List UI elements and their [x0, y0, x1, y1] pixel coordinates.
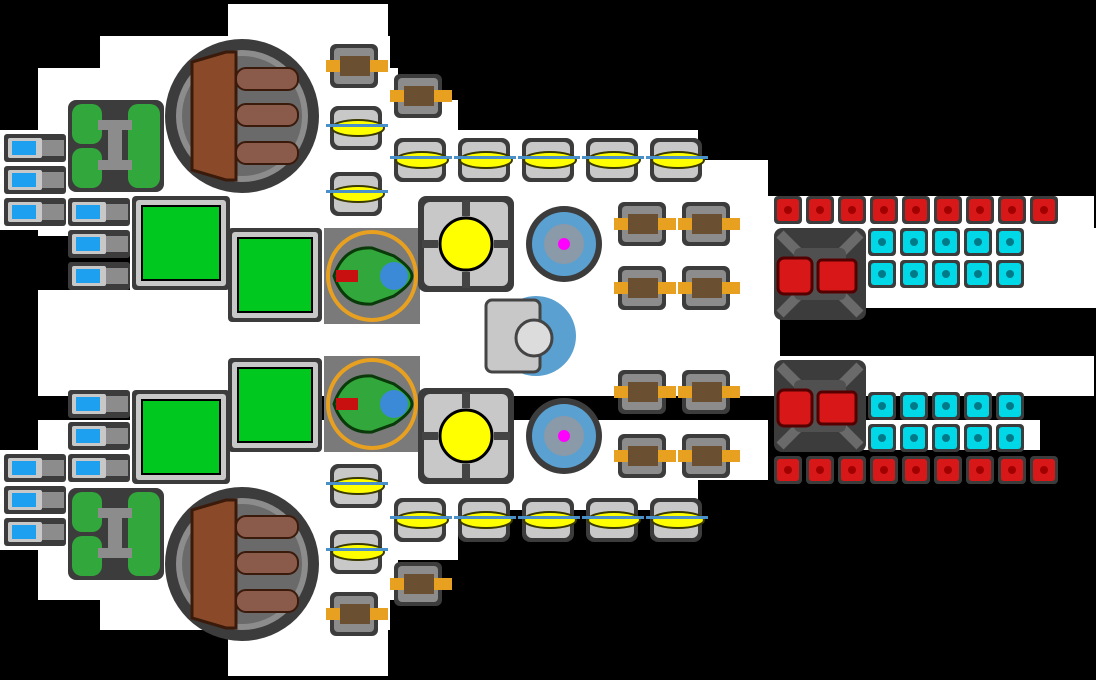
- small-thruster-icon[interactable]: [4, 134, 66, 162]
- small-thruster-icon[interactable]: [68, 198, 130, 226]
- cyan-crystal-cell-icon[interactable]: [964, 392, 992, 420]
- cyan-crystal-cell-icon[interactable]: [932, 424, 960, 452]
- yellow-reactor-core-icon[interactable]: [418, 388, 514, 484]
- small-thruster-icon[interactable]: [4, 198, 66, 226]
- ship-modules: [4, 39, 1058, 641]
- red-battery-cell-icon[interactable]: [774, 196, 802, 224]
- yellow-missile-pod-icon[interactable]: [390, 138, 452, 182]
- red-turret-icon[interactable]: [774, 228, 866, 320]
- bronze-cannon-icon[interactable]: [326, 592, 388, 636]
- small-thruster-icon[interactable]: [68, 262, 130, 290]
- small-thruster-icon[interactable]: [68, 422, 130, 450]
- red-battery-cell-icon[interactable]: [966, 456, 994, 484]
- green-cockpit-icon[interactable]: [324, 356, 420, 452]
- small-thruster-icon[interactable]: [4, 486, 66, 514]
- red-battery-cell-icon[interactable]: [870, 456, 898, 484]
- yellow-missile-pod-icon[interactable]: [326, 530, 388, 574]
- cyan-crystal-cell-icon[interactable]: [900, 260, 928, 288]
- red-battery-cell-icon[interactable]: [806, 456, 834, 484]
- cyan-crystal-cell-icon[interactable]: [900, 392, 928, 420]
- small-thruster-icon[interactable]: [68, 230, 130, 258]
- yellow-missile-pod-icon[interactable]: [326, 464, 388, 508]
- yellow-missile-pod-icon[interactable]: [454, 138, 516, 182]
- cyan-crystal-cell-icon[interactable]: [868, 260, 896, 288]
- cyan-crystal-cell-icon[interactable]: [900, 424, 928, 452]
- red-battery-cell-icon[interactable]: [838, 456, 866, 484]
- cyan-crystal-cell-icon[interactable]: [868, 228, 896, 256]
- brown-fuel-tank-icon[interactable]: [165, 487, 319, 641]
- red-battery-cell-icon[interactable]: [998, 456, 1026, 484]
- red-battery-cell-icon[interactable]: [870, 196, 898, 224]
- cyan-crystal-cell-icon[interactable]: [996, 228, 1024, 256]
- ion-engine-icon[interactable]: [526, 398, 602, 474]
- small-thruster-icon[interactable]: [4, 166, 66, 194]
- cyan-crystal-cell-icon[interactable]: [996, 424, 1024, 452]
- yellow-missile-pod-icon[interactable]: [518, 498, 580, 542]
- bronze-cannon-icon[interactable]: [678, 202, 740, 246]
- red-battery-cell-icon[interactable]: [934, 196, 962, 224]
- green-cargo-block-icon[interactable]: [228, 358, 322, 452]
- small-thruster-icon[interactable]: [68, 454, 130, 482]
- yellow-missile-pod-icon[interactable]: [326, 172, 388, 216]
- ion-engine-icon[interactable]: [526, 206, 602, 282]
- red-battery-cell-icon[interactable]: [998, 196, 1026, 224]
- small-thruster-icon[interactable]: [68, 390, 130, 418]
- small-thruster-icon[interactable]: [4, 518, 66, 546]
- bronze-cannon-icon[interactable]: [678, 434, 740, 478]
- cyan-crystal-cell-icon[interactable]: [932, 228, 960, 256]
- green-cargo-block-icon[interactable]: [132, 390, 230, 484]
- cyan-crystal-cell-icon[interactable]: [932, 260, 960, 288]
- cyan-crystal-cell-icon[interactable]: [932, 392, 960, 420]
- yellow-missile-pod-icon[interactable]: [390, 498, 452, 542]
- cyan-crystal-cell-icon[interactable]: [964, 424, 992, 452]
- red-turret-icon[interactable]: [774, 360, 866, 452]
- small-thruster-icon[interactable]: [4, 454, 66, 482]
- yellow-missile-pod-icon[interactable]: [518, 138, 580, 182]
- bronze-cannon-icon[interactable]: [614, 434, 676, 478]
- yellow-missile-pod-icon[interactable]: [582, 138, 644, 182]
- red-battery-cell-icon[interactable]: [966, 196, 994, 224]
- bronze-cannon-icon[interactable]: [390, 562, 452, 606]
- red-battery-cell-icon[interactable]: [934, 456, 962, 484]
- red-battery-cell-icon[interactable]: [902, 196, 930, 224]
- yellow-missile-pod-icon[interactable]: [646, 138, 708, 182]
- yellow-missile-pod-icon[interactable]: [454, 498, 516, 542]
- brown-fuel-tank-icon[interactable]: [165, 39, 319, 193]
- bronze-cannon-icon[interactable]: [614, 202, 676, 246]
- bronze-cannon-icon[interactable]: [614, 370, 676, 414]
- bronze-cannon-icon[interactable]: [390, 74, 452, 118]
- green-cockpit-icon[interactable]: [324, 228, 420, 324]
- cyan-crystal-cell-icon[interactable]: [900, 228, 928, 256]
- yellow-missile-pod-icon[interactable]: [582, 498, 644, 542]
- yellow-missile-pod-icon[interactable]: [646, 498, 708, 542]
- bronze-cannon-icon[interactable]: [326, 44, 388, 88]
- cyan-crystal-cell-icon[interactable]: [868, 424, 896, 452]
- red-battery-cell-icon[interactable]: [838, 196, 866, 224]
- bronze-cannon-icon[interactable]: [678, 370, 740, 414]
- cyan-crystal-cell-icon[interactable]: [964, 260, 992, 288]
- cyan-crystal-cell-icon[interactable]: [996, 260, 1024, 288]
- red-battery-cell-icon[interactable]: [902, 456, 930, 484]
- cyan-crystal-cell-icon[interactable]: [996, 392, 1024, 420]
- green-cargo-block-icon[interactable]: [132, 196, 230, 290]
- green-cargo-block-icon[interactable]: [228, 228, 322, 322]
- red-battery-cell-icon[interactable]: [806, 196, 834, 224]
- green-fuel-tank-icon[interactable]: [68, 488, 164, 580]
- shield-generator-icon[interactable]: [484, 296, 576, 376]
- red-battery-cell-icon[interactable]: [1030, 196, 1058, 224]
- bronze-cannon-icon[interactable]: [614, 266, 676, 310]
- cyan-crystal-cell-icon[interactable]: [868, 392, 896, 420]
- yellow-reactor-core-icon[interactable]: [418, 196, 514, 292]
- red-battery-cell-icon[interactable]: [1030, 456, 1058, 484]
- cyan-crystal-cell-icon[interactable]: [964, 228, 992, 256]
- green-fuel-tank-icon[interactable]: [68, 100, 164, 192]
- yellow-missile-pod-icon[interactable]: [326, 106, 388, 150]
- bronze-cannon-icon[interactable]: [678, 266, 740, 310]
- red-battery-cell-icon[interactable]: [774, 456, 802, 484]
